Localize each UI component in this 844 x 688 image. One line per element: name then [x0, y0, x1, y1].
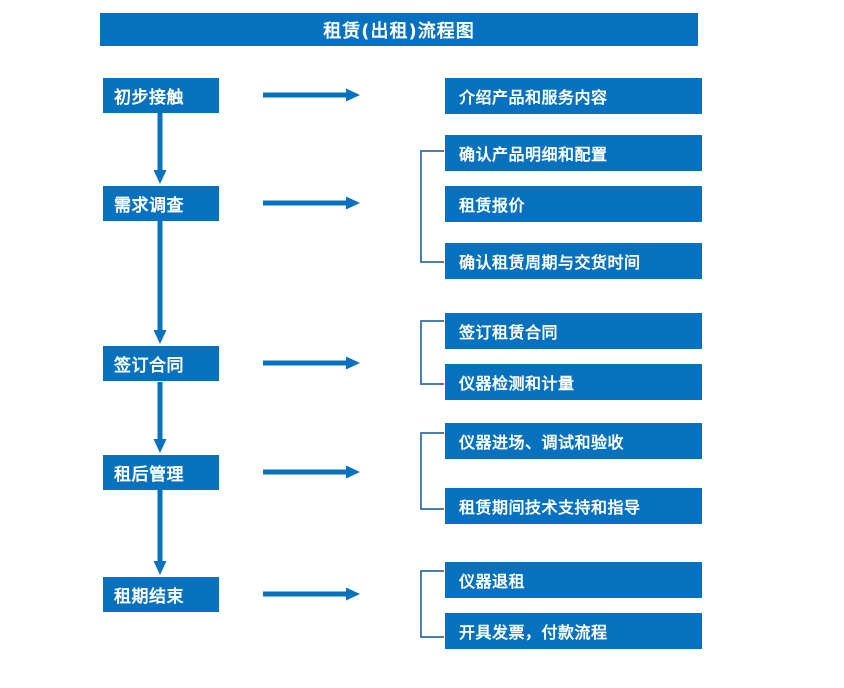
group-bracket-4 [420, 432, 444, 510]
stage-box-1[interactable]: 初步接触 [103, 78, 219, 113]
horizontal-arrow-3 [263, 356, 360, 370]
detail-box-3-2[interactable]: 仪器检测和计量 [445, 364, 702, 400]
detail-box-4-2[interactable]: 租赁期间技术支持和指导 [445, 488, 702, 524]
detail-box-5-2[interactable]: 开具发票，付款流程 [445, 613, 702, 649]
horizontal-arrow-1 [263, 88, 360, 102]
vertical-arrow-1 [153, 113, 167, 184]
horizontal-arrow-2 [263, 196, 360, 210]
detail-box-2-1[interactable]: 确认产品明细和配置 [445, 135, 702, 171]
vertical-arrow-4 [153, 490, 167, 575]
horizontal-arrow-5 [263, 587, 360, 601]
detail-box-1-1[interactable]: 介绍产品和服务内容 [445, 78, 702, 114]
detail-box-2-3[interactable]: 确认租赁周期与交货时间 [445, 243, 702, 279]
group-bracket-2 [420, 150, 444, 263]
vertical-arrow-2 [153, 221, 167, 344]
stage-box-3[interactable]: 签订合同 [103, 346, 219, 381]
detail-box-2-2[interactable]: 租赁报价 [445, 186, 702, 222]
group-bracket-3 [420, 320, 444, 385]
detail-box-5-1[interactable]: 仪器退租 [445, 562, 702, 598]
stage-box-2[interactable]: 需求调查 [103, 186, 219, 221]
diagram-title: 租赁(出租)流程图 [100, 13, 698, 46]
group-bracket-5 [420, 570, 444, 638]
detail-box-4-1[interactable]: 仪器进场、调试和验收 [445, 423, 702, 459]
vertical-arrow-3 [153, 382, 167, 453]
horizontal-arrow-4 [263, 465, 360, 479]
detail-box-3-1[interactable]: 签订租赁合同 [445, 313, 702, 349]
stage-box-4[interactable]: 租后管理 [103, 455, 219, 490]
stage-box-5[interactable]: 租期结束 [103, 577, 219, 612]
